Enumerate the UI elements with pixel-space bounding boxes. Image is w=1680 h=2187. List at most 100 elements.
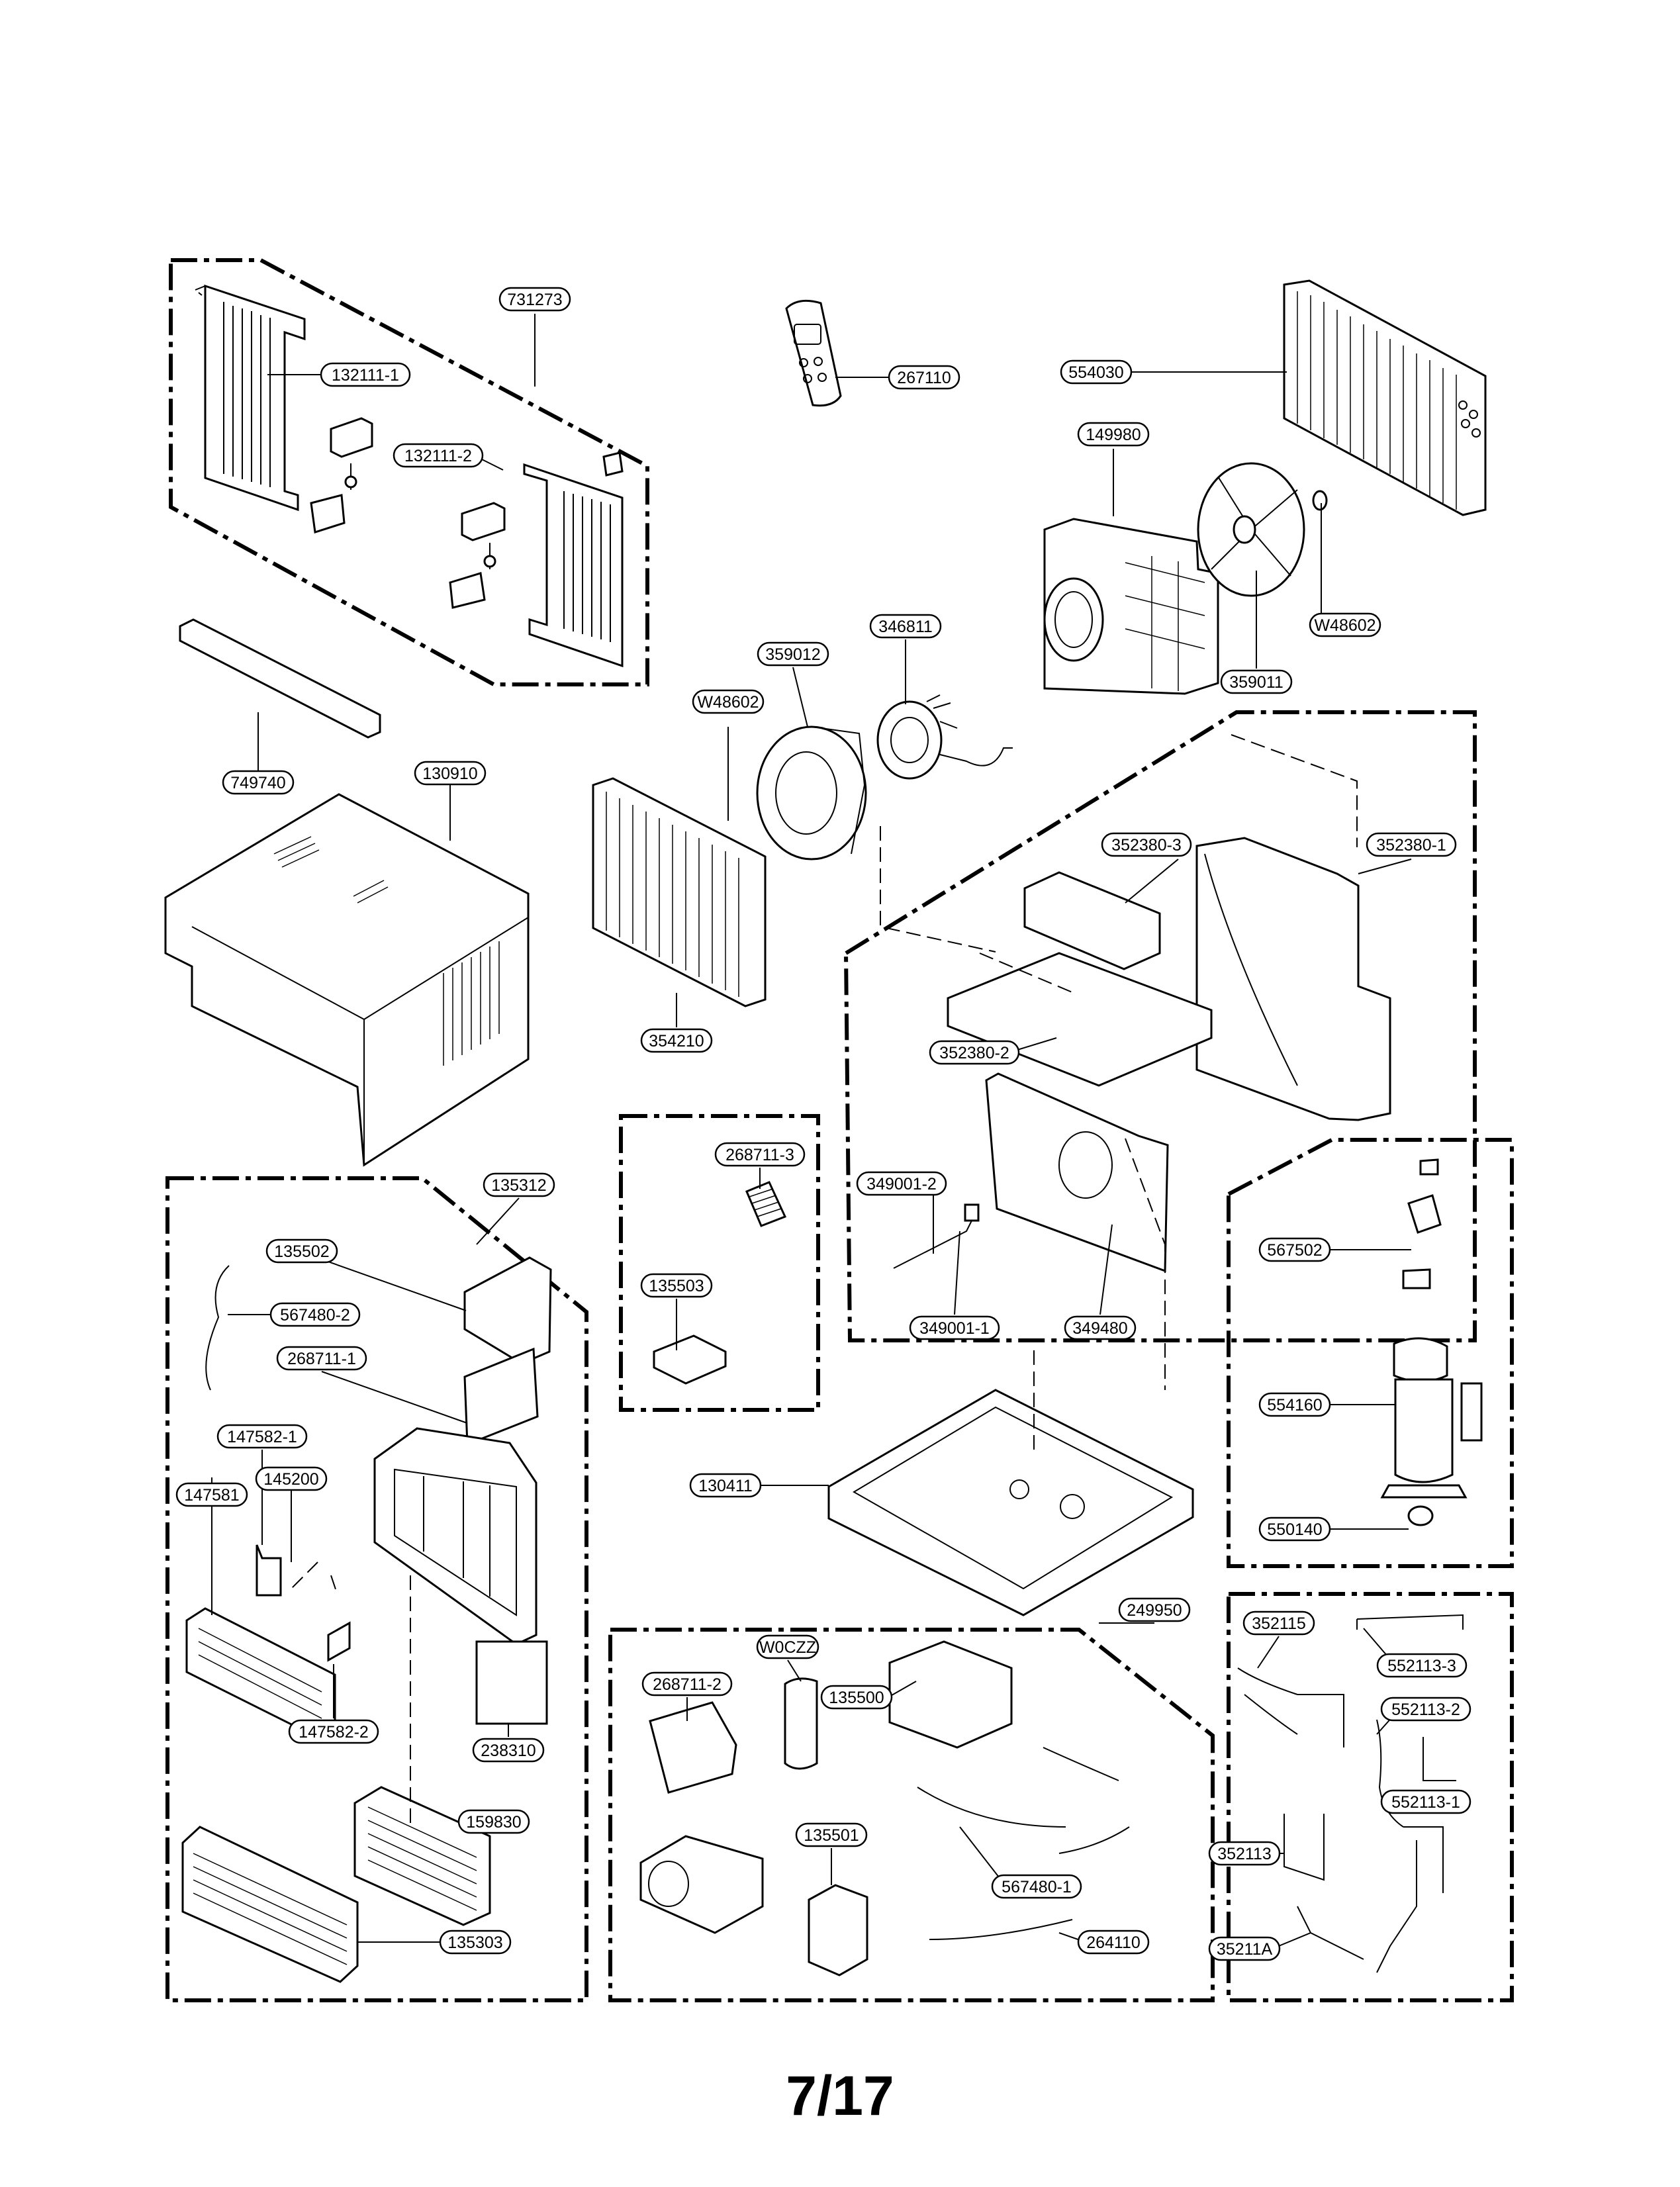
- part-label: 567502: [1258, 1237, 1331, 1262]
- part-number-text: 352113: [1217, 1845, 1272, 1863]
- part-label: 359011: [1220, 669, 1293, 694]
- part-label: 352380-3: [1101, 832, 1192, 857]
- part-number-text: 238310: [481, 1742, 536, 1760]
- label-oval: [869, 614, 942, 639]
- label-oval: [1258, 1237, 1331, 1262]
- label-oval: [820, 1685, 893, 1710]
- part-label: 349001-1: [909, 1315, 1000, 1340]
- label-oval: [222, 770, 295, 795]
- label-oval: [1309, 612, 1381, 637]
- part-number-text: 135501: [804, 1826, 859, 1845]
- group-frames: [165, 258, 1514, 2002]
- label-oval: [1258, 1392, 1331, 1417]
- part-label: 268711-3: [714, 1142, 806, 1167]
- label-oval: [255, 1466, 328, 1491]
- part-label: 352380-2: [929, 1040, 1020, 1065]
- shroud-part: [1043, 518, 1219, 695]
- part-label: W48602: [692, 689, 765, 714]
- part-number-text: 349480: [1072, 1319, 1127, 1338]
- part-number-text: 346811: [878, 618, 933, 636]
- part-label: 352113: [1208, 1841, 1281, 1866]
- part-label: 135303: [439, 1930, 512, 1955]
- frame-piping: [1227, 1592, 1514, 2002]
- part-number-text: 149980: [1086, 426, 1141, 444]
- part-number-text: W48602: [1314, 616, 1376, 635]
- part-label: 346811: [869, 614, 942, 639]
- part-label: 130411: [689, 1473, 762, 1498]
- label-oval: [1366, 832, 1457, 857]
- label-oval: [1242, 1610, 1315, 1636]
- part-number-text: W0CZZ: [759, 1638, 816, 1657]
- label-oval: [276, 1346, 367, 1371]
- part-number-text: 359011: [1229, 673, 1283, 692]
- part-number-text: 135312: [491, 1176, 546, 1195]
- label-oval: [439, 1930, 512, 1955]
- part-label: 552113-2: [1380, 1697, 1471, 1722]
- part-number-text: 552113-2: [1391, 1700, 1460, 1719]
- label-oval: [1101, 832, 1192, 857]
- part-label: 249950: [1118, 1597, 1191, 1622]
- label-oval: [795, 1822, 868, 1847]
- curtain-left-part: [195, 284, 306, 512]
- frame-installation-kit: [169, 258, 649, 686]
- part-number-text: 731273: [507, 291, 562, 309]
- part-label: 554160: [1258, 1392, 1331, 1417]
- part-label: 359012: [757, 641, 829, 667]
- part-number-text: 249950: [1127, 1601, 1182, 1620]
- label-oval: [1077, 422, 1150, 447]
- part-number-text: 268711-3: [725, 1146, 794, 1164]
- part-label: 352380-1: [1366, 832, 1457, 857]
- part-number-text: 349001-1: [919, 1319, 990, 1338]
- part-number-text: 567502: [1267, 1241, 1322, 1260]
- label-oval: [175, 1482, 248, 1507]
- label-oval: [472, 1738, 545, 1763]
- part-number-text: 550140: [1267, 1520, 1322, 1539]
- label-oval: [1258, 1516, 1331, 1542]
- label-oval: [1380, 1789, 1471, 1814]
- part-label: 149980: [1077, 422, 1150, 447]
- label-oval: [1376, 1653, 1468, 1678]
- label-oval: [640, 1028, 713, 1053]
- label-oval: [1060, 359, 1133, 385]
- part-number-text: 567480-1: [1002, 1878, 1072, 1896]
- part-label: 35211A: [1208, 1936, 1281, 1961]
- part-label: 264110: [1077, 1930, 1150, 1955]
- part-label: 147582-1: [216, 1424, 308, 1449]
- part-label: 550140: [1258, 1516, 1331, 1542]
- label-oval: [1380, 1697, 1471, 1722]
- part-drawings: [164, 279, 1487, 1983]
- part-label: 267110: [888, 365, 960, 390]
- frame-compressor: [1227, 1138, 1514, 1568]
- part-label: 132111-2: [393, 443, 484, 468]
- frame-control-box: [608, 1628, 1215, 2002]
- part-number-text: 132111-2: [404, 447, 472, 465]
- part-number-text: 264110: [1086, 1933, 1141, 1952]
- part-label: 749740: [222, 770, 295, 795]
- part-number-text: 552113-3: [1387, 1657, 1456, 1675]
- outdoor-fan-part: [1197, 462, 1328, 597]
- label-oval: [1077, 1930, 1150, 1955]
- part-label: 349001-2: [856, 1171, 947, 1196]
- label-oval: [457, 1809, 530, 1834]
- label-oval: [856, 1171, 947, 1196]
- part-number-text: 552113-1: [1391, 1793, 1460, 1812]
- part-number-text: 135502: [274, 1242, 329, 1261]
- label-oval: [216, 1424, 308, 1449]
- label-oval: [888, 365, 960, 390]
- air-guide-parts: [893, 837, 1391, 1273]
- part-label: 135503: [640, 1273, 713, 1298]
- label-oval: [909, 1315, 1000, 1340]
- brackets-part: [310, 417, 624, 609]
- evaporator-part: [592, 777, 767, 1007]
- alignment-lines: [291, 734, 1358, 1827]
- part-number-text: 352380-3: [1111, 836, 1182, 855]
- label-oval: [393, 443, 484, 468]
- part-label: 159830: [457, 1809, 530, 1834]
- label-oval: [288, 1719, 379, 1744]
- part-number-text: 130411: [698, 1477, 753, 1495]
- part-number-text: 749740: [230, 774, 285, 792]
- part-number-text: W48602: [697, 693, 759, 712]
- label-oval: [483, 1172, 555, 1197]
- part-label: 349480: [1064, 1315, 1137, 1340]
